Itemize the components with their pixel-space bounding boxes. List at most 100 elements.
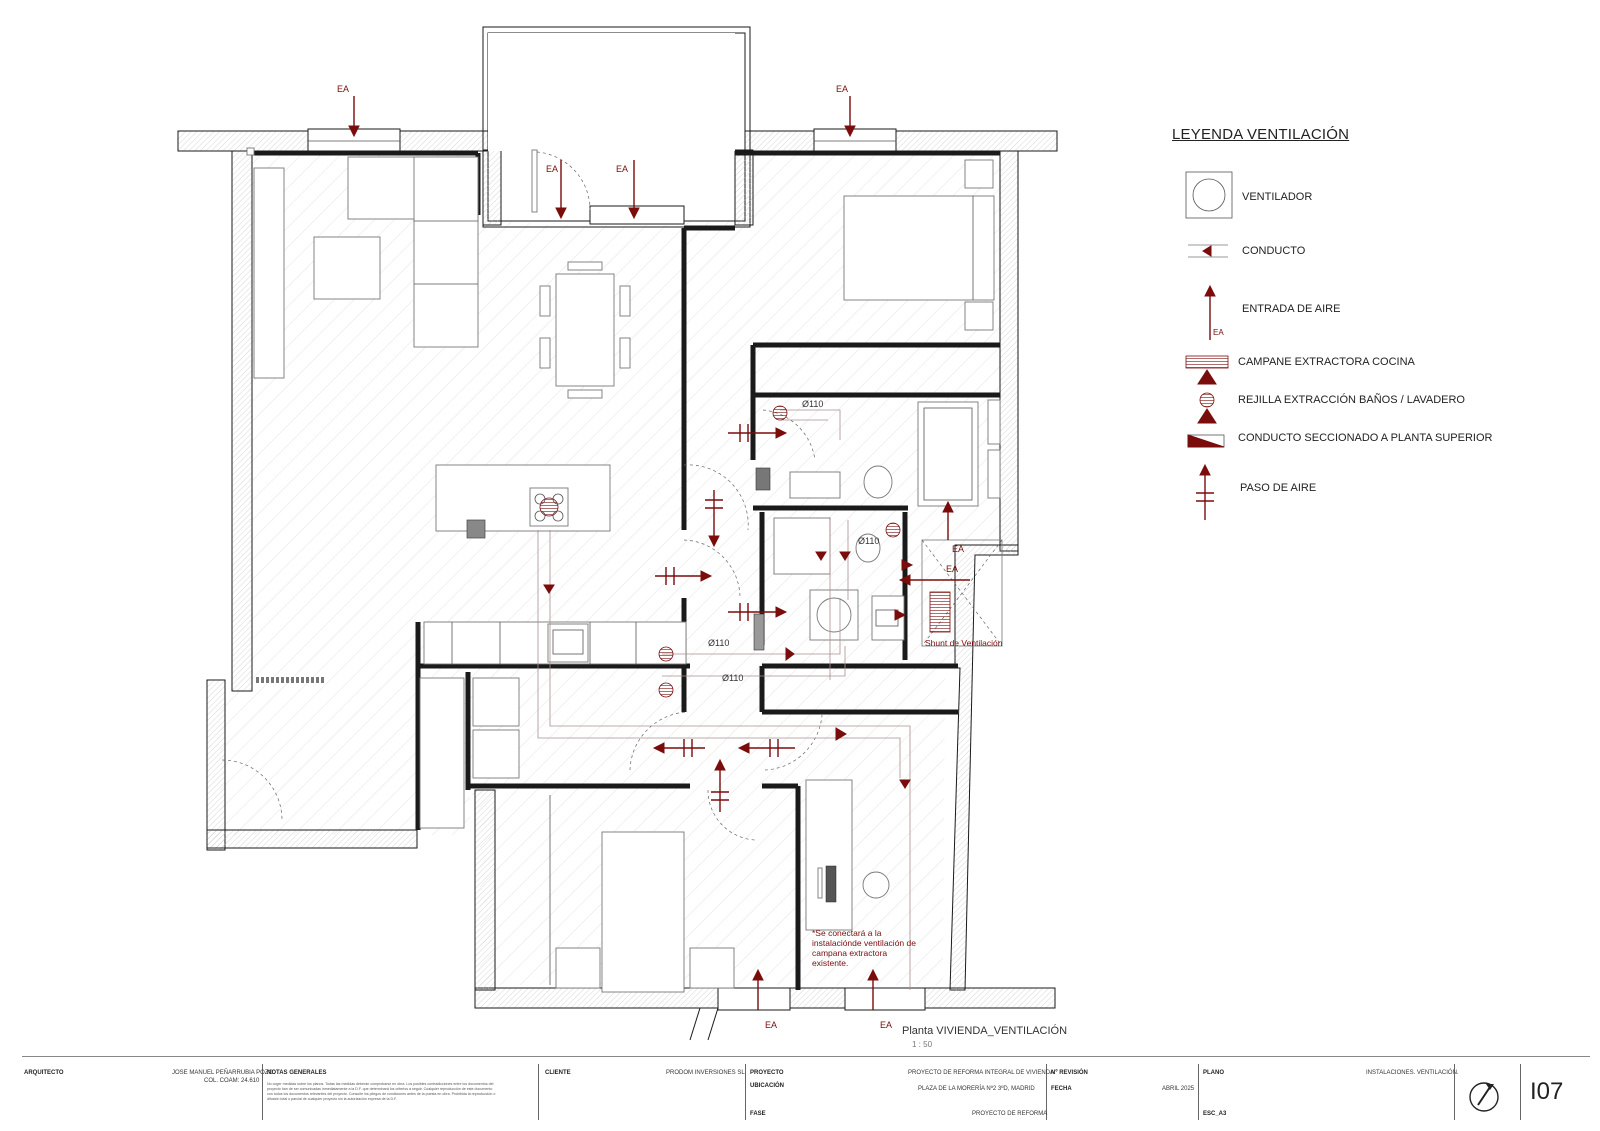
outer-wall-right (999, 150, 1019, 552)
tb-ubicacion-heading: UBICACIÓN (750, 1083, 784, 1089)
floor-area (220, 155, 1000, 985)
tb-revision-heading: Nº REVISIÓN (1051, 1070, 1088, 1076)
tb-cliente-value: PRODOM INVERSIONES SL (666, 1070, 745, 1076)
balcony-floor (488, 33, 735, 151)
toilet-2 (855, 533, 881, 563)
legend-label-campana: CAMPANE EXTRACTORA COCINA (1238, 356, 1415, 368)
air-passage-icon (1196, 463, 1214, 520)
tb-ubicacion-value: PLAZA DE LA MORERÍA Nº2 3ºD, MADRID (918, 1086, 1035, 1092)
tb-cliente-heading: CLIENTE (545, 1070, 571, 1076)
sofa-chaise (413, 156, 479, 348)
ea-arrow-bedroom: EA (836, 84, 856, 138)
duct-arrow-icon (1188, 244, 1228, 258)
ea-arrow-bottom-right: EA (867, 968, 892, 1030)
tb-arquitecto-name: JOSE MANUEL PEÑARRUBIA POZO (172, 1070, 274, 1076)
tb-escala-heading: ESC_A3 (1203, 1111, 1227, 1117)
tb-plano-heading: PLANO (1203, 1070, 1224, 1076)
title-block-rule (22, 1056, 1590, 1057)
single-bed (601, 831, 685, 993)
ea-arrow-balcony-1: EA (546, 160, 567, 220)
tb-separator (1198, 1064, 1199, 1120)
tb-separator (262, 1064, 263, 1120)
svg-text:EA: EA (836, 84, 848, 94)
air-passage-2 (705, 490, 723, 548)
kitchen-hood-icon (1185, 355, 1229, 385)
ventilation-shunt (921, 539, 1003, 647)
coffee-table (313, 236, 381, 300)
tb-fecha-value: ABRIL 2025 (1162, 1086, 1195, 1092)
fan-square-circle-icon (1185, 171, 1233, 219)
legend-label-conducto-seccionado: CONDUCTO SECCIONADO A PLANTA SUPERIOR (1238, 432, 1493, 444)
svg-text:EA: EA (952, 544, 964, 554)
window-bottom-left (717, 987, 791, 1011)
shunt-label: Shunt de Ventilación (925, 638, 1003, 648)
bottom-entrance-stub (689, 1007, 719, 1041)
svg-text:EA: EA (880, 1020, 892, 1030)
shower (773, 517, 831, 575)
tv-cabinet (253, 167, 285, 379)
legend-label-ea: EA (1213, 328, 1224, 337)
tb-notas-heading: NOTAS GENERALES (267, 1070, 327, 1076)
plan-title: Planta VIVIENDA_VENTILACIÓN (902, 1025, 1068, 1037)
legend-label-entrada-aire: ENTRADA DE AIRE (1242, 303, 1341, 315)
tb-proyecto-value: PROYECTO DE REFORMA INTEGRAL DE VIVIENDA (908, 1070, 1055, 1076)
north-arrow-icon (1469, 1082, 1499, 1112)
svg-text:EA: EA (616, 164, 628, 174)
air-passage-6 (737, 739, 795, 757)
toilet-1 (863, 465, 893, 499)
ea-arrow-shunt-2: EA (898, 564, 970, 586)
bathtub (917, 401, 979, 507)
tb-fase-value: PROYECTO DE REFORMA (972, 1111, 1048, 1117)
air-inlet-arrow-icon (1204, 284, 1216, 340)
dryer (472, 729, 520, 779)
double-bed (843, 195, 995, 301)
washer (472, 677, 520, 727)
air-passage-4 (728, 603, 788, 621)
tb-separator (1046, 1064, 1047, 1120)
ea-arrow-bottom-left: EA (752, 968, 777, 1030)
bath-sink (789, 471, 841, 499)
dining-table (555, 273, 615, 387)
sectioned-duct-icon (1187, 434, 1225, 448)
tb-fase-heading: FASE (750, 1111, 766, 1117)
svg-text:EA: EA (765, 1020, 777, 1030)
tb-notas-text: No coger medidas sobre los planos. Todas… (267, 1082, 496, 1101)
ea-arrow-shunt-1: EA (942, 500, 964, 554)
svg-text:EA: EA (337, 84, 349, 94)
legend-label-conducto: CONDUCTO (1242, 245, 1306, 257)
svg-text:Ø110: Ø110 (708, 638, 729, 648)
ventilator-unit (816, 597, 852, 633)
tb-separator (1454, 1064, 1455, 1120)
outer-wall-left (231, 150, 253, 692)
balcony-outline (482, 26, 751, 228)
tb-fecha-heading: FECHA (1051, 1086, 1072, 1092)
balcony-wall-right (734, 149, 754, 226)
balcony-wall-left (482, 149, 502, 226)
sheet-number: I07 (1530, 1078, 1564, 1105)
legend-title: LEYENDA VENTILACIÓN (1172, 126, 1350, 143)
svg-text:Ø110: Ø110 (858, 536, 879, 546)
svg-text:EA: EA (946, 564, 958, 574)
ea-arrow-living: EA (337, 84, 360, 138)
tb-arquitecto-col: COL. COAM: 24.610 (204, 1078, 260, 1084)
tb-separator (745, 1064, 746, 1120)
svg-text:Ø110: Ø110 (802, 399, 823, 409)
plan-scale: 1 : 50 (912, 1040, 933, 1049)
tb-plano-value: INSTALACIONES. VENTILACIÓN. (1366, 1070, 1459, 1076)
legend-label-ventilador: VENTILADOR (1242, 191, 1313, 203)
svg-text:EA: EA (546, 164, 558, 174)
legend-label-rejilla: REJILLA EXTRACCIÓN BAÑOS / LAVADERO (1238, 394, 1465, 406)
outer-wall-right-lower (949, 544, 1019, 991)
legend-label-paso-aire: PASO DE AIRE (1240, 482, 1317, 494)
tb-separator (1520, 1064, 1521, 1120)
air-passage-1 (728, 424, 788, 442)
ea-arrow-balcony-2: EA (616, 160, 640, 220)
outer-wall-bottom-step (474, 789, 496, 991)
outer-wall-bottom-left (206, 829, 418, 849)
outer-wall-left-lower (206, 679, 226, 851)
window-bottom-right (844, 987, 926, 1011)
air-passage-3 (655, 567, 713, 585)
desk (805, 779, 853, 931)
tb-separator (538, 1064, 539, 1120)
